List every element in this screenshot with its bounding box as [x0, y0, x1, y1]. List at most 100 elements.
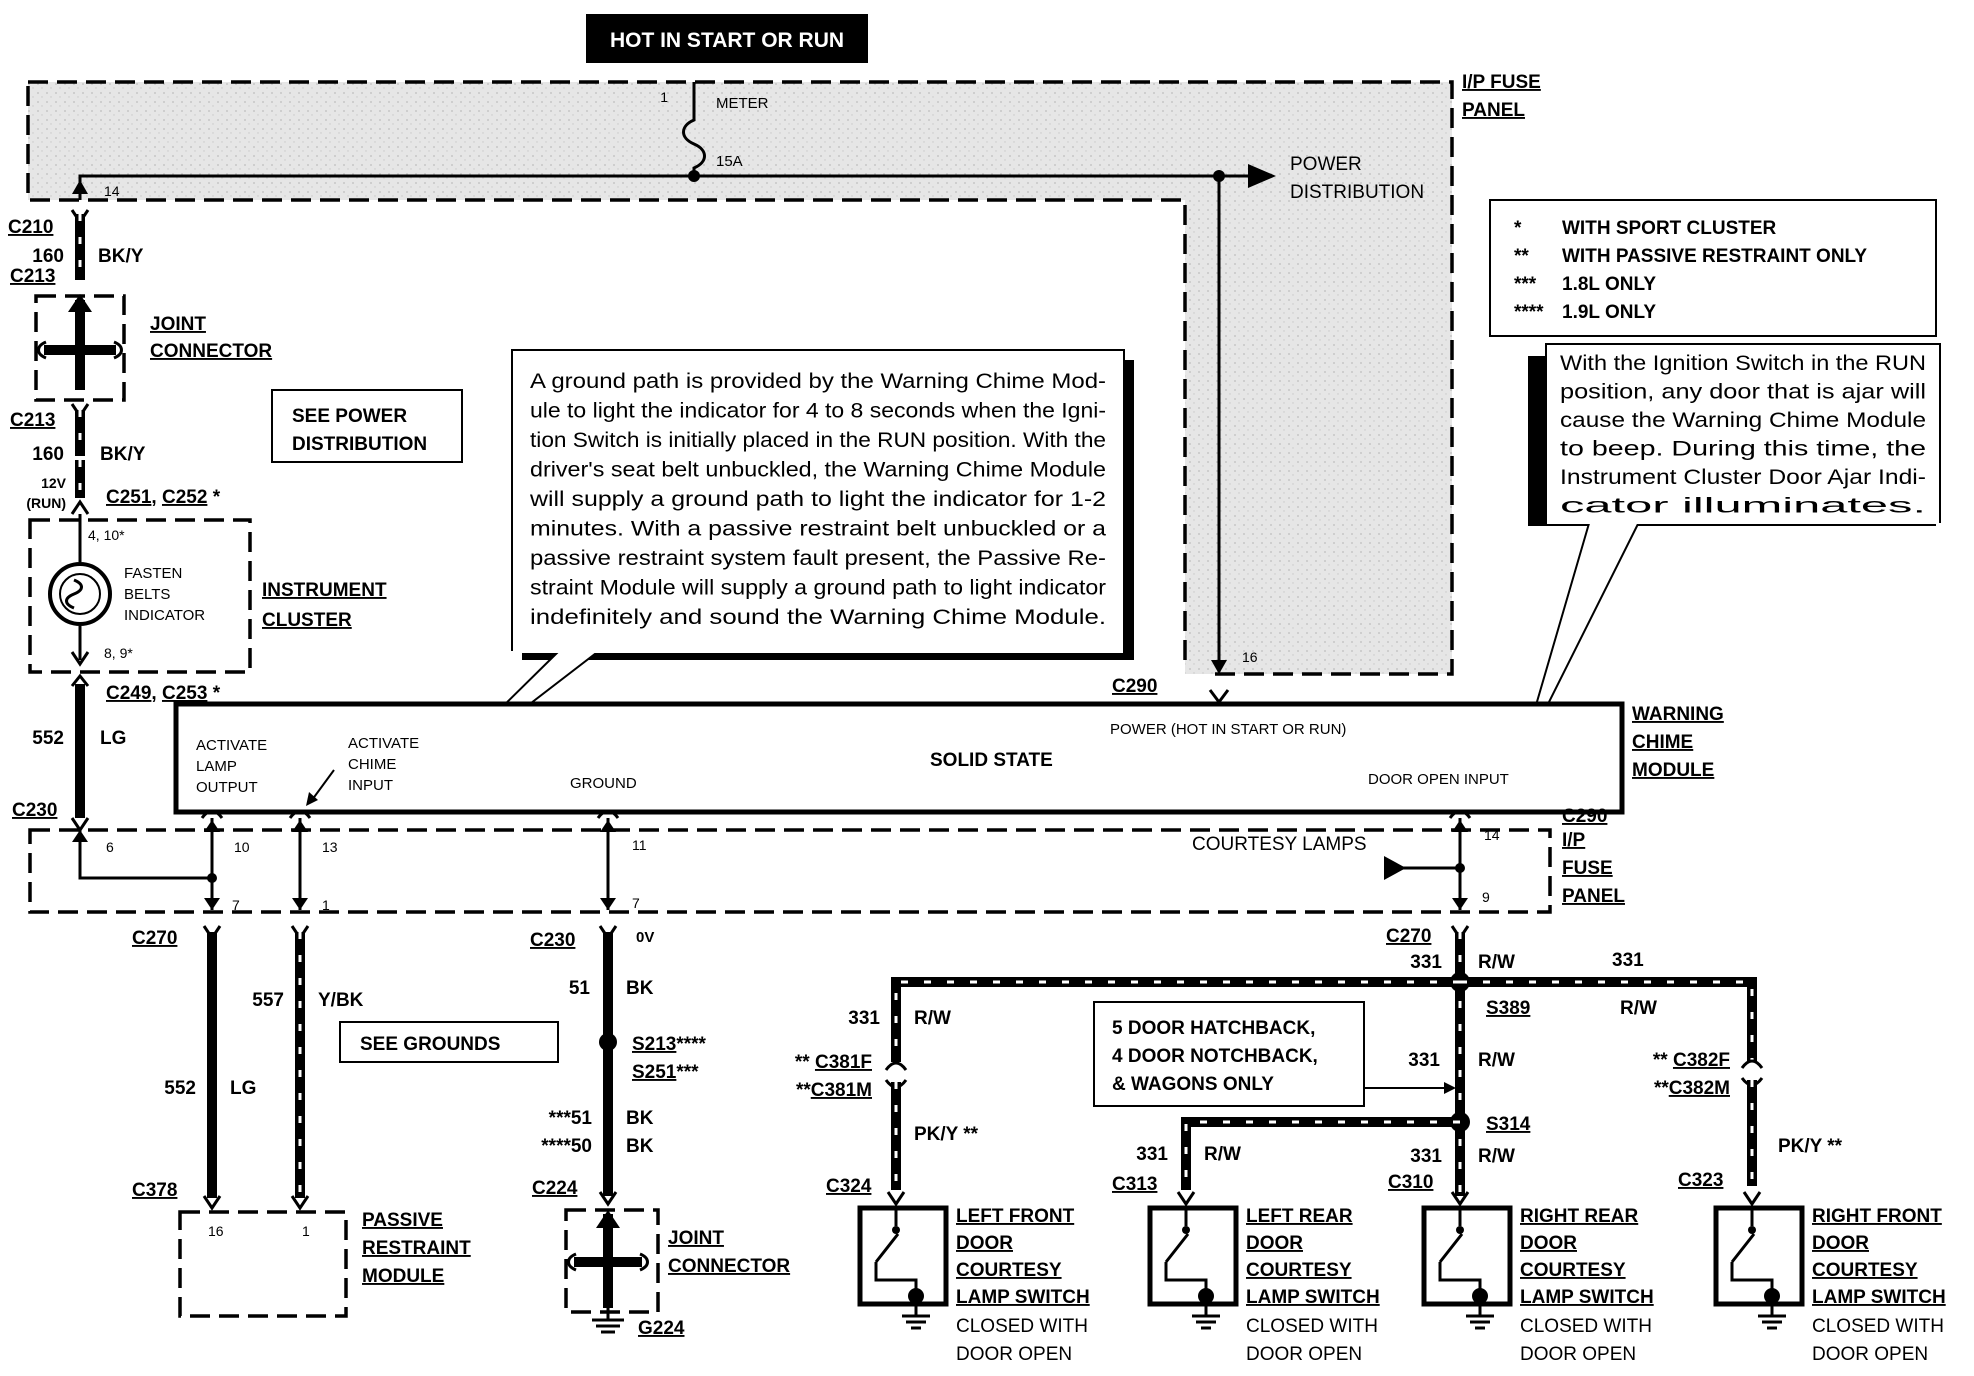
svg-text:C313: C313 — [1112, 1174, 1157, 1195]
svg-text:***51: ***51 — [549, 1108, 593, 1129]
svg-text:LG: LG — [100, 728, 126, 749]
svg-text:7: 7 — [632, 895, 640, 911]
svg-text:160: 160 — [32, 444, 64, 465]
svg-text:1: 1 — [660, 89, 668, 105]
svg-text:C290: C290 — [1112, 676, 1157, 697]
svg-text:552: 552 — [32, 728, 64, 749]
svg-text:G224: G224 — [638, 1318, 685, 1339]
note-line: ule to light the indicator for 4 to 8 se… — [530, 400, 1106, 423]
svg-text:C230: C230 — [530, 930, 575, 951]
warning-chime-module: C290 POWER (HOT IN START OR RUN) ACTIVAT… — [173, 676, 1724, 815]
switch-box — [857, 1205, 949, 1307]
svg-text:S251***: S251*** — [632, 1062, 699, 1083]
svg-text:** C382F: ** C382F — [1653, 1050, 1730, 1071]
svg-text:PK/Y **: PK/Y ** — [914, 1124, 979, 1145]
svg-text:331: 331 — [848, 1008, 880, 1029]
switch-icon — [1164, 1210, 1208, 1294]
svg-text:S213****: S213**** — [632, 1034, 707, 1055]
note-line: Instrument Cluster Door Ajar Indi- — [1560, 466, 1926, 489]
svg-text:FASTEN: FASTEN — [124, 565, 182, 582]
svg-text:COURTESY LAMPS: COURTESY LAMPS — [1192, 834, 1367, 855]
ground-icon — [1758, 1304, 1786, 1330]
svg-text:JOINT: JOINT — [150, 314, 206, 335]
legend-box: *WITH SPORT CLUSTER**WITH PASSIVE RESTRA… — [1489, 199, 1937, 337]
svg-text:(RUN): (RUN) — [26, 495, 66, 511]
svg-text:S314: S314 — [1486, 1114, 1531, 1135]
svg-text:51: 51 — [569, 978, 591, 999]
svg-text:SOLID STATE: SOLID STATE — [930, 750, 1053, 771]
svg-text:331: 331 — [1410, 952, 1442, 973]
svg-text:14: 14 — [104, 183, 120, 199]
svg-text:C251, C252 *: C251, C252 * — [106, 487, 221, 508]
svg-text:** C381F: ** C381F — [795, 1052, 872, 1073]
switch-name: COURTESY — [1812, 1260, 1918, 1281]
svg-text:331: 331 — [1136, 1144, 1168, 1165]
svg-text:R/W: R/W — [1478, 952, 1515, 973]
note-line: to beep. During this time, the — [1560, 438, 1926, 461]
svg-text:DISTRIBUTION: DISTRIBUTION — [292, 434, 427, 455]
switch-name: COURTESY — [1520, 1260, 1626, 1281]
svg-text:CHIME: CHIME — [1632, 732, 1693, 753]
svg-text:MODULE: MODULE — [362, 1266, 444, 1287]
switch-state: DOOR OPEN — [956, 1344, 1072, 1365]
switch-state: CLOSED WITH — [956, 1316, 1088, 1337]
switch-name: DOOR — [1246, 1233, 1303, 1254]
see-grounds-box — [339, 1021, 559, 1063]
fasten-belts-indicator-icon — [48, 562, 112, 626]
switch-state: CLOSED WITH — [1520, 1316, 1652, 1337]
svg-text:PK/Y **: PK/Y ** — [1778, 1136, 1843, 1157]
svg-text:**C382M: **C382M — [1654, 1078, 1730, 1099]
svg-text:INPUT: INPUT — [348, 777, 393, 794]
ip-fuse-panel-bottom: C290 I/P FUSE PANEL COURTESY LAMPS 6 10 … — [28, 806, 1625, 914]
svg-text:8, 9*: 8, 9* — [104, 645, 133, 661]
note-line: cause the Warning Chime Module — [1560, 409, 1926, 432]
svg-text:C270: C270 — [1386, 926, 1431, 947]
passive-restraint-circuit: C270 557 Y/BK 552 LG C378 16 1 PASSIVE R… — [132, 925, 559, 1318]
svg-text:C210: C210 — [8, 217, 53, 238]
svg-text:MODULE: MODULE — [1632, 760, 1714, 781]
svg-text:C213: C213 — [10, 266, 55, 287]
svg-text:SEE GROUNDS: SEE GROUNDS — [360, 1034, 500, 1055]
svg-text:S389: S389 — [1486, 998, 1530, 1019]
svg-text:C270: C270 — [132, 928, 177, 949]
svg-text:LAMP: LAMP — [196, 758, 237, 775]
svg-text:****50: ****50 — [541, 1136, 592, 1157]
svg-text:16: 16 — [208, 1223, 224, 1239]
switch-name: COURTESY — [956, 1260, 1062, 1281]
svg-text:ACTIVATE: ACTIVATE — [196, 737, 267, 754]
svg-text:4 DOOR NOTCHBACK,: 4 DOOR NOTCHBACK, — [1112, 1046, 1318, 1067]
note-line: tion Switch is initially placed in the R… — [530, 429, 1106, 452]
svg-text:331: 331 — [1410, 1146, 1442, 1167]
svg-text:552: 552 — [164, 1078, 196, 1099]
switch-name: DOOR — [1520, 1233, 1577, 1254]
legend-text: 1.8L ONLY — [1562, 274, 1656, 295]
svg-text:SEE POWER: SEE POWER — [292, 406, 407, 427]
switch-name: DOOR — [956, 1233, 1013, 1254]
note-line: minutes. With a passive restraint belt u… — [530, 518, 1106, 541]
svg-text:PASSIVE: PASSIVE — [362, 1210, 443, 1231]
svg-text:Y/BK: Y/BK — [318, 990, 364, 1011]
switch-state: DOOR OPEN — [1520, 1344, 1636, 1365]
svg-text:HOT IN START OR RUN: HOT IN START OR RUN — [610, 29, 844, 52]
svg-text:BELTS: BELTS — [124, 586, 170, 603]
hot-in-start-or-run-header: HOT IN START OR RUN — [586, 14, 868, 63]
legend-mark: ** — [1514, 246, 1529, 267]
switch-state: DOOR OPEN — [1812, 1344, 1928, 1365]
ground-circuit: C230 0V 51 BK S213**** S251*** ***51 BK … — [530, 925, 790, 1339]
fuse-name: METER — [716, 95, 769, 112]
svg-text:R/W: R/W — [1478, 1050, 1515, 1071]
passive-restraint-module — [178, 1210, 348, 1318]
svg-text:4, 10*: 4, 10* — [88, 527, 125, 543]
switch-name: COURTESY — [1246, 1260, 1352, 1281]
switch-name: LAMP SWITCH — [1812, 1287, 1946, 1308]
note-line: indefinitely and sound the Warning Chime… — [530, 606, 1106, 629]
svg-text:WARNING: WARNING — [1632, 704, 1724, 725]
svg-text:ACTIVATE: ACTIVATE — [348, 735, 419, 752]
svg-text:9: 9 — [1482, 889, 1490, 905]
svg-text:7: 7 — [232, 897, 240, 913]
body-styles-box — [1093, 1001, 1365, 1107]
fuse-panel-label-1: I/P FUSE — [1462, 72, 1541, 93]
svg-text:C230: C230 — [12, 800, 57, 821]
